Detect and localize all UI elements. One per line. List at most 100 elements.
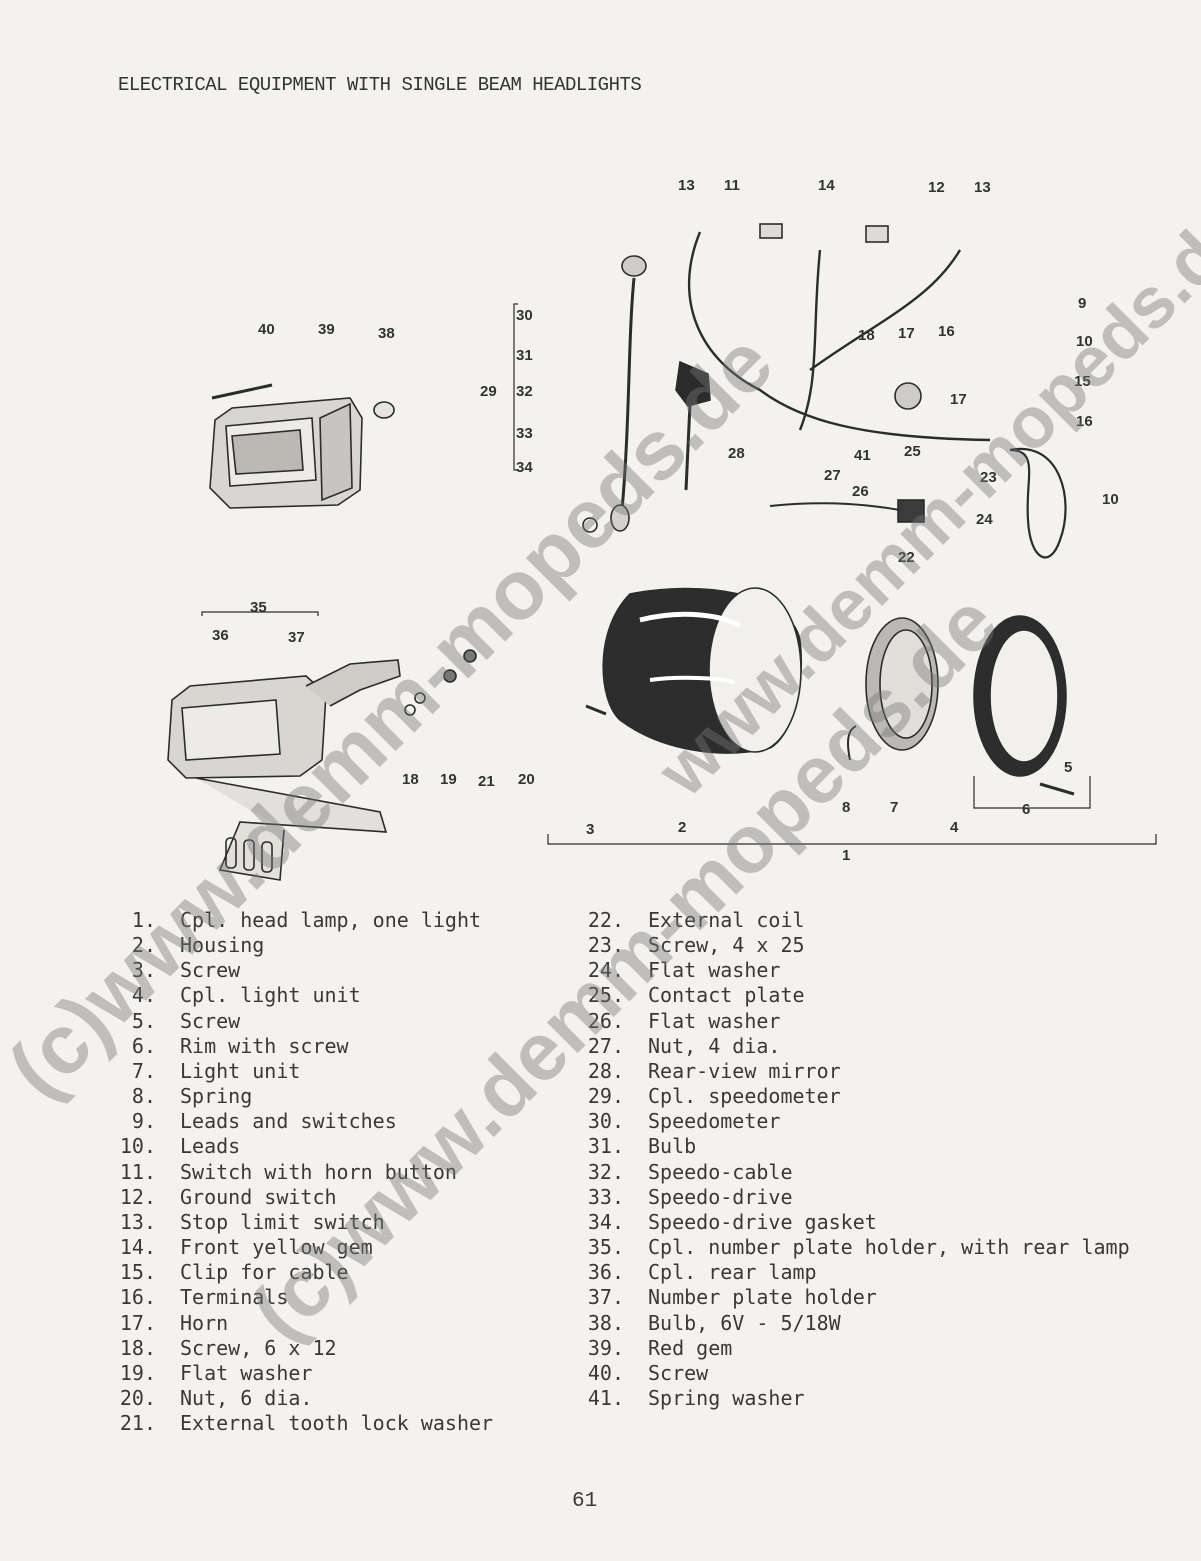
part-description: Cpl. speedometer <box>648 1084 841 1109</box>
callout-20a: 18 <box>858 327 875 344</box>
exploded-parts-diagram: 13 11 14 12 13 9 10 18 17 16 15 17 16 41… <box>167 177 1157 881</box>
callout-18b: 18 <box>402 771 419 788</box>
headlamp-housing-illustration <box>585 587 803 754</box>
part-description: Red gem <box>648 1335 733 1360</box>
part-description: Rear-view mirror <box>648 1058 841 1083</box>
parts-list-item: 36.Cpl. rear lamp <box>586 1260 1130 1285</box>
callout-13a: 13 <box>678 177 695 194</box>
rim-illustration <box>973 615 1075 796</box>
parts-list-item: 26. Flat washer <box>586 1009 1130 1034</box>
part-number: 13. <box>119 1209 156 1234</box>
part-number: 16. <box>119 1285 156 1310</box>
part-number: 6. <box>131 1033 156 1058</box>
callout-20b: 20 <box>518 771 535 788</box>
part-number: 39. <box>587 1335 624 1360</box>
parts-list-item: 32.Speedo-cable <box>586 1160 1130 1185</box>
part-description: Stop limit switch <box>180 1209 385 1234</box>
part-number: 34. <box>587 1209 624 1234</box>
part-description: Cpl. head lamp, one light <box>180 908 482 932</box>
parts-list-item: 11. Switch with horn button <box>118 1160 493 1185</box>
callout-31: 31 <box>516 347 533 364</box>
page-number: 61 <box>572 1490 598 1513</box>
part-number: 2. <box>131 933 156 958</box>
parts-list-item: 21.External tooth lock washer <box>118 1411 493 1436</box>
callout-10a: 10 <box>1076 333 1093 350</box>
parts-list-item: 27.Nut, 4 dia. <box>586 1034 1130 1059</box>
parts-list-item: 17.Horn <box>118 1311 493 1336</box>
part-description: Bulb, 6V - 5/18W <box>648 1310 841 1335</box>
part-number: 33. <box>587 1184 624 1209</box>
parts-list-item: 13. Stop limit switch <box>118 1210 493 1235</box>
callout-26: 26 <box>852 483 869 500</box>
part-number: 10. <box>119 1134 156 1159</box>
part-number: 3. <box>131 958 156 983</box>
part-number: 7. <box>131 1058 156 1083</box>
part-description: Spring washer <box>648 1385 805 1410</box>
part-description: Rim with screw <box>180 1033 349 1058</box>
part-number: 26. <box>587 1008 624 1033</box>
parts-list-item: 40.Screw <box>586 1361 1130 1386</box>
part-description: Flat washer <box>648 1008 781 1033</box>
callout-4: 4 <box>950 819 959 836</box>
parts-list-item: 3.Screw <box>118 958 493 983</box>
parts-list-item: 2.Housing <box>118 933 493 958</box>
part-description: Speedo-drive <box>648 1184 793 1209</box>
part-number: 31. <box>587 1134 624 1159</box>
parts-list-item: 15. Clip for cable <box>118 1260 493 1285</box>
parts-list-item: 29.Cpl. speedometer <box>586 1084 1130 1109</box>
part-description: Leads <box>180 1134 241 1159</box>
callout-33: 33 <box>516 425 533 442</box>
part-number: 38. <box>587 1310 624 1335</box>
part-description: Clip for cable <box>180 1260 349 1285</box>
part-description: Screw, 4 x 25 <box>648 933 805 958</box>
part-description: Nut, 6 dia. <box>180 1385 313 1410</box>
callout-32: 32 <box>516 383 533 400</box>
rear-lamp-illustration <box>209 383 395 509</box>
part-number: 11. <box>119 1159 156 1184</box>
callout-21: 21 <box>478 773 495 790</box>
part-number: 37. <box>587 1285 624 1310</box>
part-description: Spring <box>180 1084 253 1109</box>
callout-11: 11 <box>724 177 740 194</box>
callout-34: 34 <box>516 459 533 476</box>
parts-list-item: 24.Flat washer <box>586 958 1130 983</box>
parts-list-item: 16.Terminals <box>118 1285 493 1310</box>
parts-list-item: 39. Red gem <box>586 1336 1130 1361</box>
callout-18a: 16 <box>938 323 955 340</box>
parts-list-item: 34.Speedo-drive gasket <box>586 1210 1130 1235</box>
part-description: Speedometer <box>648 1109 781 1134</box>
callout-13b: 13 <box>974 179 991 196</box>
callout-29: 29 <box>480 383 497 400</box>
part-number: 14. <box>119 1235 156 1260</box>
callout-25: 25 <box>904 443 921 460</box>
part-number: 17. <box>119 1310 156 1335</box>
part-number: 23. <box>587 933 624 958</box>
parts-list-item: 4.Cpl. light unit <box>118 983 493 1008</box>
callout-9: 9 <box>1078 295 1086 312</box>
callout-24: 24 <box>976 511 993 528</box>
parts-list-item: 1.Cpl. head lamp, one light <box>118 908 493 933</box>
part-number: 35. <box>587 1235 624 1260</box>
parts-list-item: 33. Speedo-drive <box>586 1185 1130 1210</box>
part-number: 32. <box>587 1159 624 1184</box>
part-number: 22. <box>587 908 624 932</box>
part-number: 36. <box>587 1260 624 1285</box>
part-description: Switch with horn button <box>180 1159 457 1184</box>
parts-list-item: 9.Leads and switches <box>118 1109 493 1134</box>
callout-12: 12 <box>928 179 945 196</box>
part-number: 41. <box>587 1385 624 1410</box>
speedometer-illustration <box>582 255 647 533</box>
part-number: 40. <box>587 1360 624 1385</box>
parts-list-item: 19.Flat washer <box>118 1361 493 1386</box>
part-description: External coil <box>648 908 805 932</box>
page-title: ELECTRICAL EQUIPMENT WITH SINGLE BEAM HE… <box>118 74 642 96</box>
parts-list-item: 14.Front yellow gem <box>118 1235 493 1260</box>
part-description: Cpl. light unit <box>180 983 361 1008</box>
part-number: 15. <box>119 1260 156 1285</box>
callout-28: 28 <box>728 445 745 462</box>
part-description: Screw <box>180 1008 241 1033</box>
parts-list-item: 37.Number plate holder <box>586 1285 1130 1310</box>
part-description: Contact plate <box>648 983 805 1008</box>
part-number: 9. <box>131 1109 156 1134</box>
